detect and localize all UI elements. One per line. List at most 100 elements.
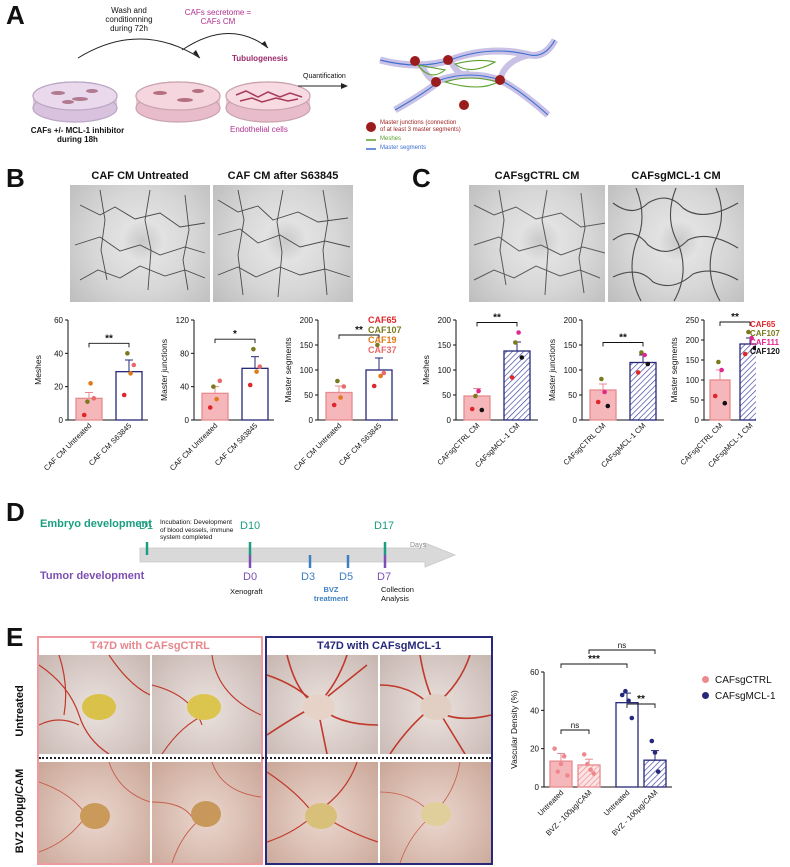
tube-network-illustration — [379, 38, 559, 118]
cam-photo-mcl1-untreated-2 — [380, 655, 491, 754]
caf-legend-b-item: CAF19 — [368, 335, 397, 345]
category-label: CAF CM Untreated — [168, 421, 219, 472]
data-point — [742, 351, 748, 357]
data-point — [254, 369, 259, 374]
data-point — [655, 769, 661, 774]
data-point — [746, 329, 751, 335]
significance-label: * — [233, 329, 237, 340]
data-point — [513, 340, 518, 345]
data-point — [602, 389, 607, 395]
y-tick-label: 20 — [54, 383, 63, 392]
y-tick-label: 50 — [304, 391, 313, 400]
legend-e-label-mcl1: CAFsgMCL-1 — [715, 691, 776, 702]
data-point — [558, 761, 564, 767]
y-tick-label: 0 — [185, 416, 190, 425]
row-separator — [39, 757, 491, 759]
data-point — [338, 395, 343, 400]
bar — [709, 379, 731, 421]
legend-junction-text: Master junctions (connection of at least… — [380, 120, 461, 133]
data-point — [719, 367, 724, 373]
data-point — [749, 335, 754, 341]
y-tick-label: 120 — [176, 316, 190, 325]
significance-bracket — [88, 342, 130, 348]
y-tick-label: 0 — [695, 416, 700, 425]
timeline — [139, 542, 457, 568]
data-point — [626, 698, 631, 704]
y-tick-label: 200 — [438, 316, 452, 325]
category-label: CAFsgCTRL CM — [561, 421, 607, 467]
data-point — [588, 767, 593, 773]
y-tick-label: 100 — [438, 366, 452, 375]
caf-legend-b: CAF65 CAF107 CAF19 CAF37 — [368, 315, 402, 355]
data-point — [469, 406, 475, 412]
day-d7: D7 — [377, 571, 392, 583]
y-tick-label: 100 — [564, 366, 578, 375]
y-axis-label: Vascular Density (%) — [509, 690, 519, 769]
data-point — [247, 382, 253, 388]
significance-label: ** — [637, 694, 645, 705]
y-tick-label: 250 — [686, 316, 700, 325]
data-point — [645, 361, 651, 367]
legend-segments-text: Master segments — [380, 145, 427, 151]
panel-label-c: C — [412, 163, 431, 193]
tumor-development-label: Tumor development — [40, 570, 145, 582]
group-box-cafsgmcl1 — [265, 636, 493, 865]
image-title-b1: CAF CM Untreated — [91, 170, 189, 182]
data-point — [211, 384, 216, 389]
category-label: CAF CM Untreated — [292, 421, 343, 472]
micrograph-cafsgmcl1-cm — [608, 185, 744, 302]
category-label: CAF CM S63845 — [337, 421, 383, 467]
data-point — [131, 362, 137, 368]
xenograft-label: Xenograft — [230, 587, 263, 596]
panel-label-b: B — [6, 163, 25, 193]
micrograph-caf-cm-untreated — [70, 185, 210, 302]
y-tick-label: 40 — [54, 349, 63, 358]
significance-bracket — [338, 334, 380, 339]
y-tick-label: 0 — [535, 783, 540, 792]
data-point — [375, 342, 380, 348]
days-label: Days — [410, 542, 426, 549]
y-tick-label: 80 — [180, 349, 189, 358]
y-tick-label: 40 — [180, 383, 189, 392]
data-point — [125, 351, 130, 356]
significance-bracket — [626, 703, 656, 708]
significance-bracket — [602, 342, 644, 347]
panel-a-schematic — [32, 33, 559, 150]
data-point — [81, 412, 87, 418]
significance-bracket — [560, 729, 590, 734]
y-tick-label: 50 — [442, 391, 451, 400]
data-point — [371, 383, 377, 389]
cam-photo-ctrl-untreated-1 — [39, 655, 150, 754]
data-point — [479, 407, 485, 413]
data-point — [716, 359, 721, 365]
data-point — [128, 371, 133, 376]
y-tick-label: 200 — [564, 316, 578, 325]
micrograph-caf-cm-s63845 — [213, 185, 353, 302]
significance-label: ** — [105, 333, 113, 344]
data-point — [214, 396, 219, 402]
bar — [201, 392, 229, 421]
incubation-text: Incubation: Development of blood vessels… — [160, 519, 234, 541]
significance-label: ** — [619, 333, 627, 344]
legend-e-item-mcl1: CAFsgMCL-1 — [702, 689, 776, 705]
category-label: CAF CM Untreated — [42, 421, 93, 472]
significance-bracket — [214, 338, 256, 344]
y-axis-label: Master segments — [669, 337, 679, 402]
y-axis-label: Master junctions — [159, 339, 169, 401]
collection-label: Collection Analysis — [381, 585, 414, 603]
data-point — [623, 688, 628, 694]
significance-label: ** — [493, 313, 501, 324]
y-tick-label: 0 — [309, 416, 314, 425]
data-point — [516, 330, 521, 335]
data-point — [207, 405, 213, 410]
image-title-b2: CAF CM after S63845 — [227, 170, 339, 182]
data-point — [85, 399, 90, 404]
data-point — [552, 746, 557, 751]
data-point — [619, 692, 625, 698]
row-label-untreated: Untreated — [14, 685, 26, 737]
y-tick-label: 50 — [568, 391, 577, 400]
image-title-c1: CAFsgCTRL CM — [494, 170, 580, 182]
